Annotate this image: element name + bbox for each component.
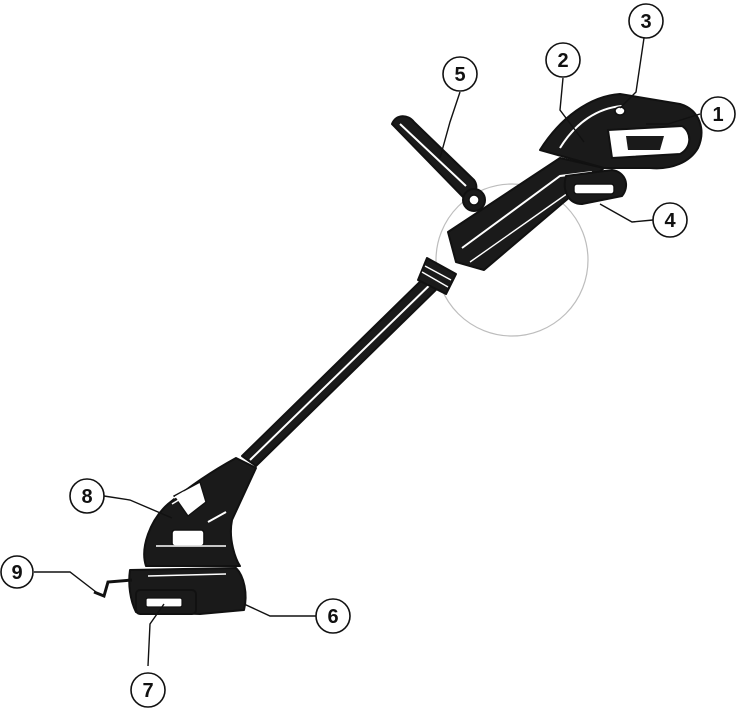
detail-circle [435, 183, 589, 337]
callout-5-label: 5 [454, 64, 465, 86]
callout-6-label: 6 [327, 606, 338, 628]
callout-9-label: 9 [11, 562, 22, 584]
callout-4-label: 4 [664, 210, 676, 232]
callout-3: 3 [628, 3, 664, 39]
callout-6: 6 [315, 598, 351, 634]
leader-lines [34, 37, 701, 667]
callout-8-label: 8 [81, 486, 92, 508]
rear-handle [539, 93, 703, 170]
lock-off-button [614, 106, 626, 116]
shaft [241, 269, 447, 467]
callout-4: 4 [652, 202, 688, 238]
callout-3-label: 3 [640, 11, 651, 33]
spool-cover [135, 589, 197, 615]
battery-pack [563, 169, 628, 205]
vent-slots [171, 485, 187, 505]
motor-housing [143, 457, 257, 567]
edge-guide [93, 578, 133, 599]
shaft-collar [417, 257, 457, 295]
callout-1: 1 [700, 96, 736, 132]
callout-2-label: 2 [557, 50, 568, 72]
callout-9: 9 [0, 555, 34, 589]
callout-5: 5 [442, 56, 478, 92]
callout-2: 2 [545, 42, 581, 78]
callout-8: 8 [69, 478, 105, 514]
callout-7: 7 [130, 672, 166, 708]
callout-7-label: 7 [142, 680, 153, 702]
callout-1-label: 1 [712, 104, 723, 126]
secondary-handle [391, 115, 486, 212]
